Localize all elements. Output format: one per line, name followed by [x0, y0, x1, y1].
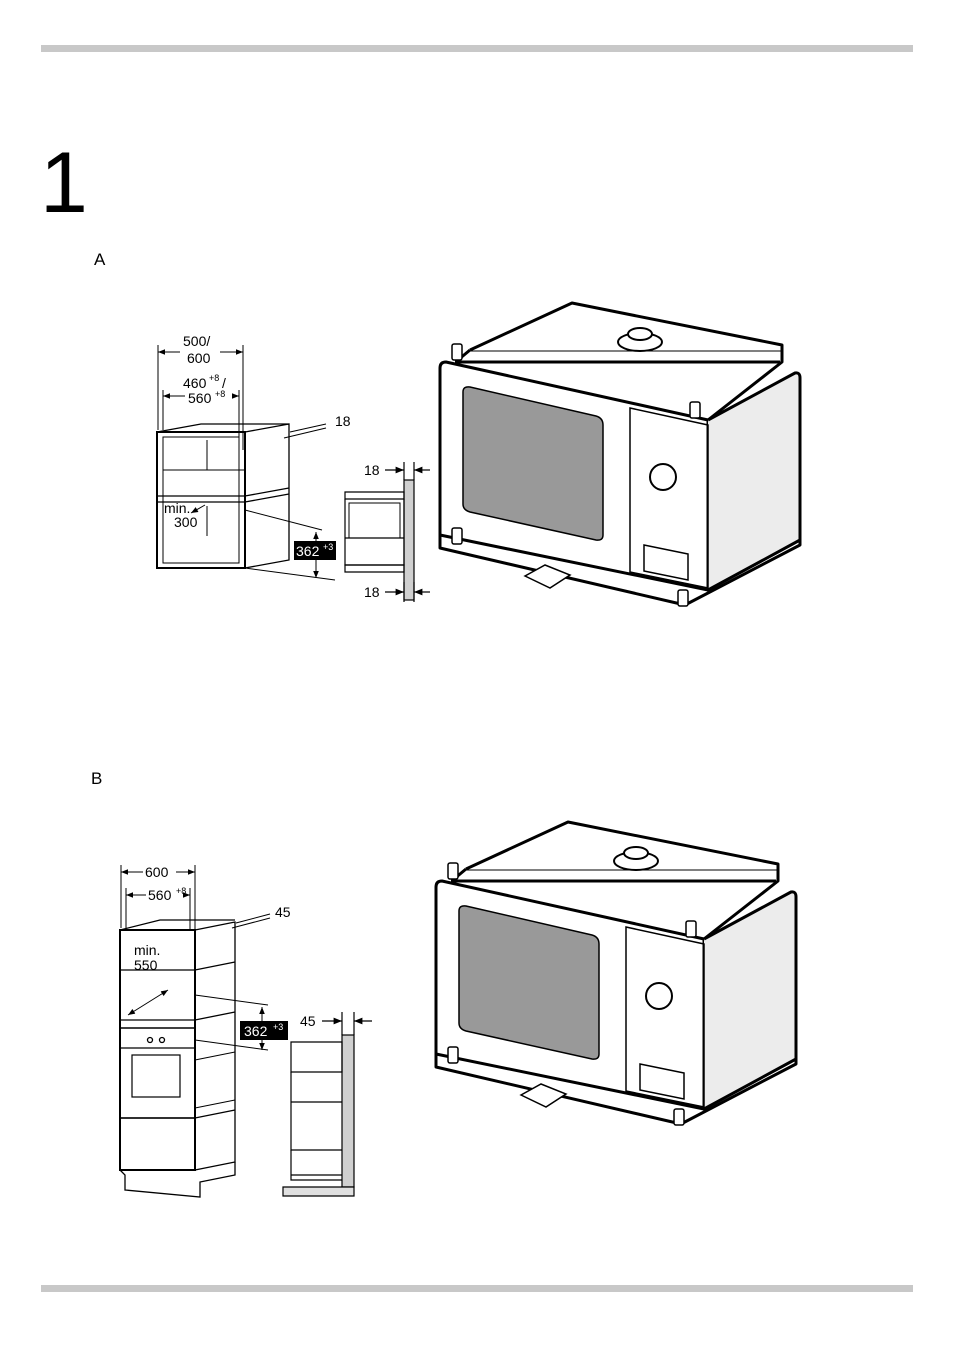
svg-text:/: /: [222, 375, 226, 391]
dim-labels-b: 600 560 +8 45 min. 550: [134, 864, 291, 973]
header-rule: [41, 45, 913, 52]
svg-text:18: 18: [364, 462, 380, 478]
svg-text:560: 560: [188, 390, 212, 406]
footer-rule: [41, 1285, 913, 1292]
dims-a: [157, 345, 336, 581]
svg-text:300: 300: [174, 514, 198, 530]
cabinet-b: [119, 919, 236, 1198]
height-badge-b: 362 +3: [240, 1021, 288, 1040]
svg-text:+8: +8: [215, 389, 225, 399]
dims-b: [120, 865, 271, 1051]
svg-text:+8: +8: [176, 886, 186, 896]
svg-text:+8: +8: [209, 373, 219, 383]
section-a-label: A: [94, 250, 106, 269]
side-section-b: [282, 1012, 372, 1197]
svg-text:600: 600: [145, 864, 169, 880]
side-labels-a: 18 18: [364, 462, 380, 600]
cabinet-a: [156, 423, 290, 569]
svg-text:18: 18: [335, 413, 351, 429]
step-number: 1: [40, 135, 88, 231]
height-badge-a: 362 +3: [294, 541, 336, 560]
svg-text:600: 600: [187, 350, 211, 366]
microwave-a: [438, 301, 802, 607]
microwave-b: [434, 820, 798, 1126]
svg-text:560: 560: [148, 887, 172, 903]
svg-text:18: 18: [364, 584, 380, 600]
svg-text:45: 45: [275, 904, 291, 920]
section-b-label: B: [91, 769, 103, 788]
svg-text:362: 362: [296, 543, 320, 559]
svg-text:362: 362: [244, 1023, 268, 1039]
svg-text:min.: min.: [164, 500, 190, 516]
side-section-a: [344, 462, 430, 602]
dim-labels-a: 500/ 600 460 +8 / 560 +8 18 min. 300: [164, 333, 351, 530]
svg-text:500/: 500/: [183, 333, 210, 349]
side-label-b: 45: [300, 1013, 316, 1029]
svg-text:550: 550: [134, 957, 158, 973]
svg-text:+3: +3: [323, 542, 333, 552]
svg-text:460: 460: [183, 375, 207, 391]
svg-text:min.: min.: [134, 942, 160, 958]
svg-text:+3: +3: [273, 1022, 283, 1032]
